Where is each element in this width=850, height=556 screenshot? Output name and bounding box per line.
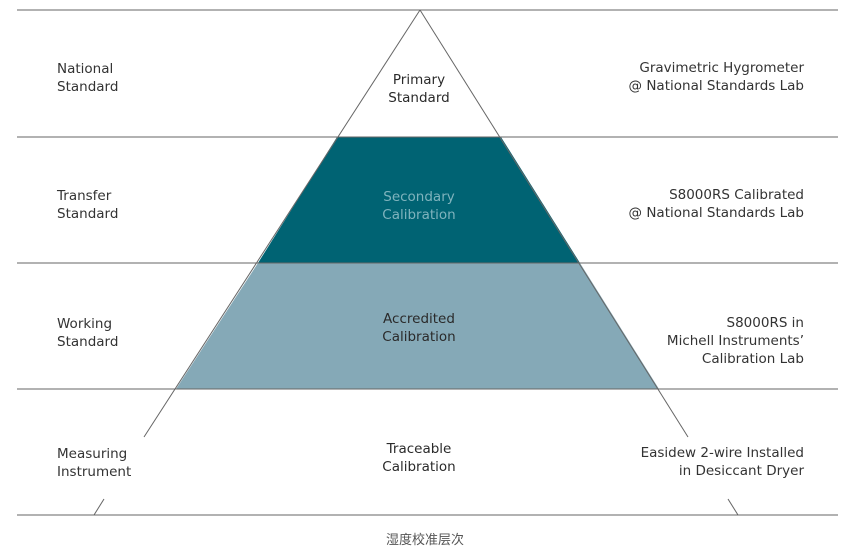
pyramid-label-accredited-calibration: Accredited Calibration	[382, 311, 456, 345]
figure-caption: 湿度校准层次	[385, 533, 464, 548]
level-name-national-standard: National Standard	[57, 61, 119, 95]
pyramid-right-side-upper	[419, 9, 689, 438]
level-name-measuring-instrument: Measuring Instrument	[57, 446, 132, 480]
pyramid-label-secondary-calibration: Secondary Calibration	[382, 189, 456, 223]
example-s8000rs-michell-lab: S8000RS in Michell Instruments’ Calibrat…	[666, 315, 804, 367]
example-gravimetric-hygrometer: Gravimetric Hygrometer @ National Standa…	[628, 60, 804, 94]
accredited-calibration-band	[176, 263, 659, 389]
example-s8000rs-calibrated: S8000RS Calibrated @ National Standards …	[628, 187, 804, 221]
pyramid-right-side-lower	[727, 498, 739, 516]
secondary-calibration-band	[258, 137, 580, 263]
pyramid-label-primary-standard: Primary Standard	[388, 72, 450, 106]
level-name-working-standard: Working Standard	[57, 316, 119, 350]
pyramid-label-traceable-calibration: Traceable Calibration	[382, 441, 456, 475]
pyramid-left-side-lower	[93, 498, 105, 516]
level-name-transfer-standard: Transfer Standard	[57, 188, 119, 222]
example-easidew-installed: Easidew 2-wire Installed in Desiccant Dr…	[640, 445, 804, 479]
pyramid-left-side-upper	[143, 9, 421, 438]
